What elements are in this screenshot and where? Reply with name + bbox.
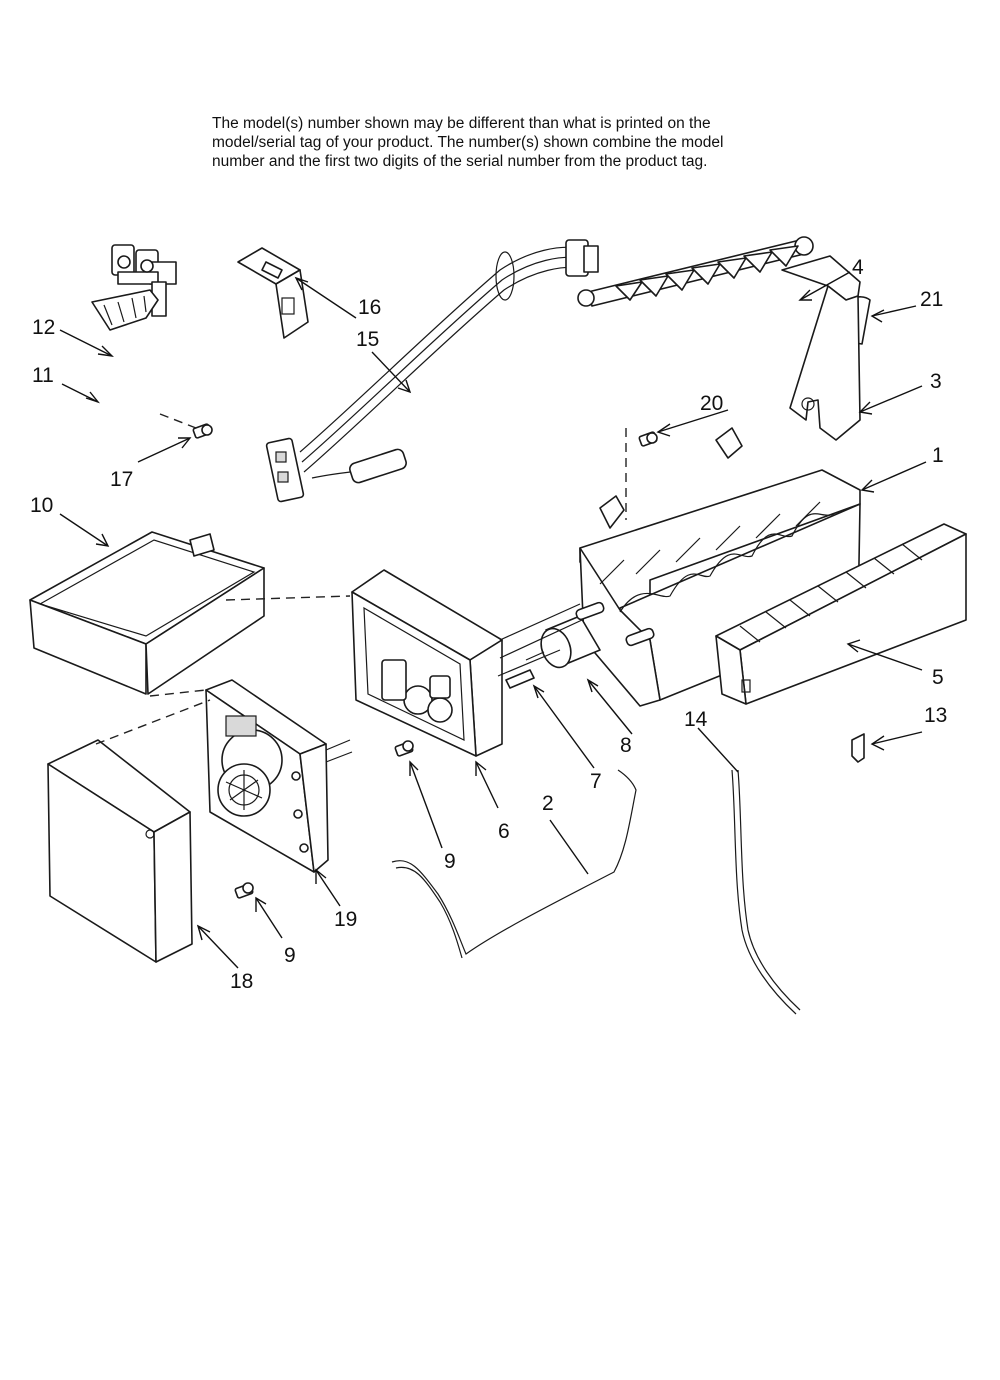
part-stripper [715,523,967,705]
disclaimer-line-3: number and the first two digits of the s… [212,153,708,170]
part-mold-studs [575,601,655,647]
part-fill-tube-outer [737,769,801,1011]
callout-9-upper: 9 [444,850,456,873]
leader-lines [59,271,927,969]
callout-2: 2 [542,792,554,815]
part-ice-mold [579,427,861,707]
part-valve-bracket [91,289,159,331]
callout-12: 12 [32,316,55,339]
callout-labels: 12 11 17 10 16 15 4 21 3 20 1 5 14 13 8 … [30,256,947,993]
part-motor-plate [205,679,353,873]
part-water-valve [111,244,177,317]
callout-17: 17 [110,468,133,491]
part-wire-bracket [237,247,309,339]
alignment-line-3 [149,689,207,697]
disclaimer-text: The model(s) number shown may be differe… [212,114,812,171]
callout-21: 21 [920,288,943,311]
callout-3: 3 [930,370,942,393]
callout-5: 5 [932,666,944,689]
disclaimer-line-1: The model(s) number shown may be differe… [212,115,711,132]
alignment-line-4 [95,699,211,745]
alignment-line-5 [159,413,197,429]
part-shutoff-arm-inner [395,866,463,959]
callout-14: 14 [684,708,708,731]
part-screw-20 [638,431,658,447]
part-fill-cup-pin [851,733,865,763]
part-screw-9a [394,740,414,757]
callout-8: 8 [620,734,632,757]
callout-9-lower: 9 [284,944,296,967]
part-module-cover [47,739,193,963]
part-wire-harness [265,239,599,503]
callout-1: 1 [932,444,944,467]
part-screw-17 [192,423,213,439]
part-drive-shaft [497,603,583,677]
callout-4: 4 [852,256,864,279]
part-ejector [577,236,814,307]
callout-13: 13 [924,704,947,727]
part-fill-tube [731,769,797,1015]
part-pin [505,669,535,689]
callout-6: 6 [498,820,510,843]
callout-15: 15 [356,328,379,351]
part-control-housing [351,569,503,757]
part-ice-bin [29,531,265,695]
callout-20: 20 [700,392,723,415]
part-heater-cylinder [525,615,601,669]
part-bail-shield [781,255,861,441]
callout-19: 19 [334,908,357,931]
callout-16: 16 [358,296,381,319]
part-shutoff-arm [391,769,637,955]
callout-10: 10 [30,494,53,517]
callout-11: 11 [32,364,54,387]
part-screw-9b [234,882,254,899]
alignment-line-2 [225,595,351,601]
disclaimer-line-2: model/serial tag of your product. The nu… [212,134,724,151]
callout-7: 7 [590,770,602,793]
callout-18: 18 [230,970,253,993]
